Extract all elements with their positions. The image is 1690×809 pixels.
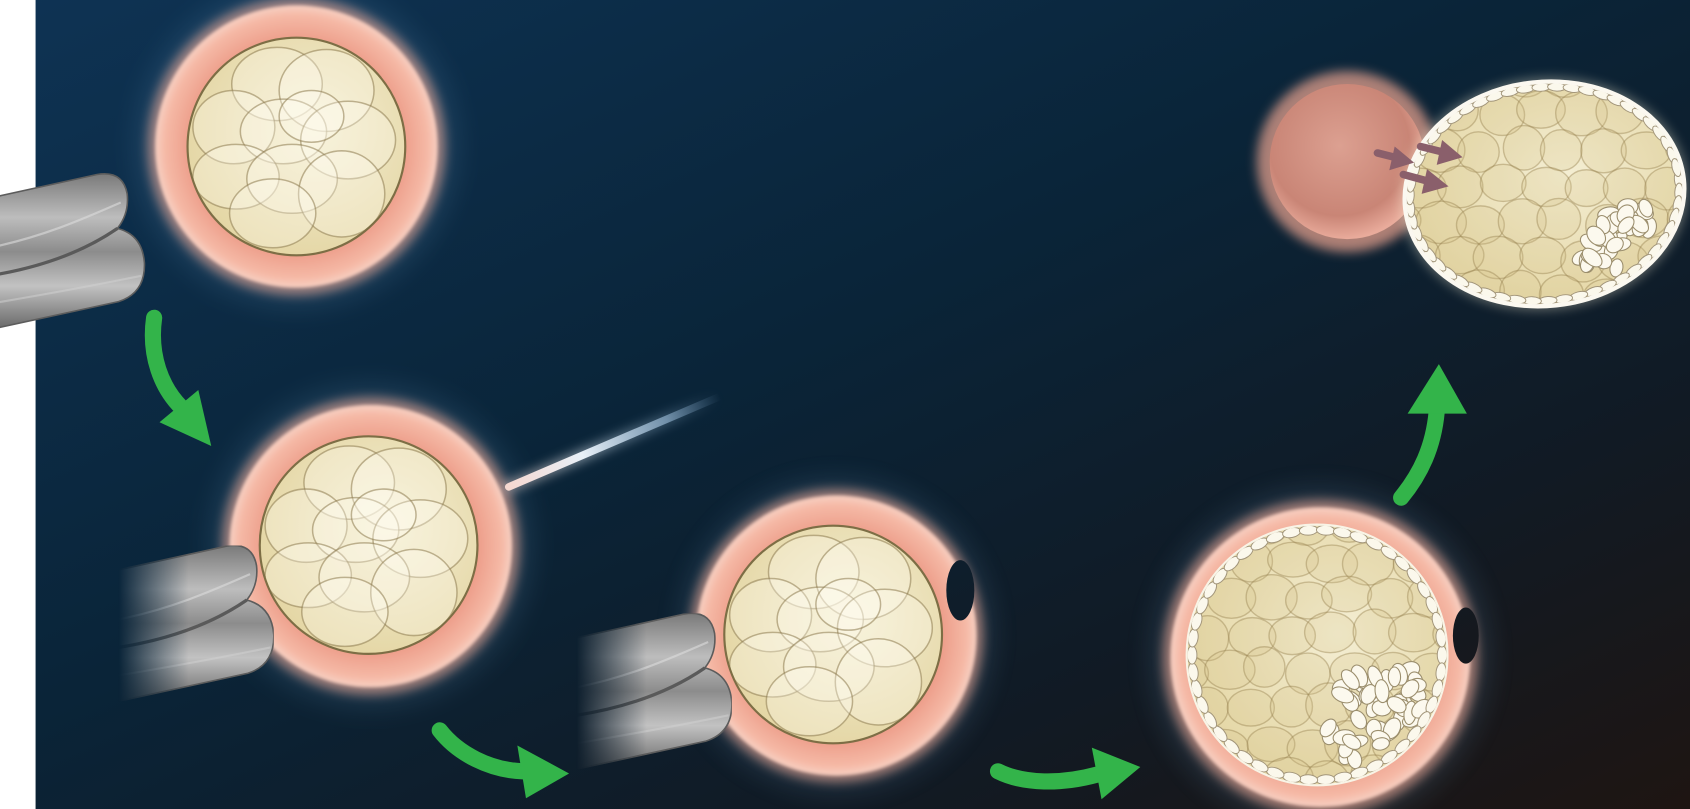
inner-cell-mass-cell: [1388, 667, 1401, 687]
inner-cell: [1227, 689, 1274, 726]
inner-cell: [1581, 129, 1626, 173]
embryo-step-1: [135, 0, 458, 308]
trophectoderm-cell: [1187, 646, 1197, 664]
inner-cell: [1503, 126, 1544, 170]
inner-cell: [1322, 576, 1372, 612]
inner-cell: [1537, 198, 1581, 239]
inner-cell: [1389, 613, 1439, 651]
inner-cell: [1565, 170, 1608, 207]
left-margin: [0, 0, 36, 809]
embryo-step-3: [679, 478, 994, 793]
inner-cell: [1540, 130, 1582, 171]
inner-cell: [1480, 164, 1526, 201]
inner-cell: [1244, 647, 1285, 687]
trophectoderm-cell: [1437, 646, 1447, 664]
inner-cell: [1520, 237, 1566, 273]
inner-cell: [1305, 612, 1356, 653]
